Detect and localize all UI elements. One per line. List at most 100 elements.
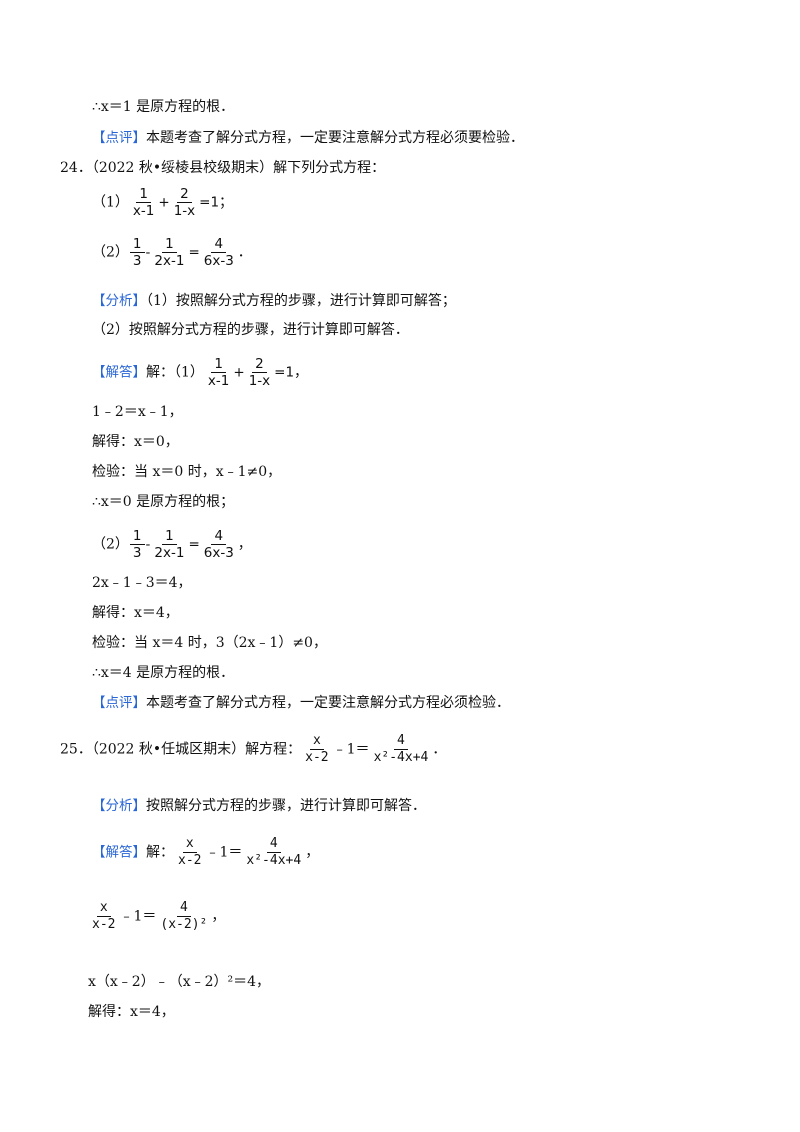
comment-text: 本题考查了解分式方程，一定要注意解分式方程必须检验． — [146, 695, 510, 711]
analysis-line-3: 【分析】按照解分式方程的步骤，进行计算即可解答． — [92, 796, 426, 816]
punct: ； — [219, 194, 234, 211]
step-line: 2x﹣1﹣3＝4， — [92, 575, 192, 591]
denominator: x²-4x+4 — [373, 750, 429, 765]
denominator: x-2 — [305, 750, 329, 765]
operator: = — [188, 536, 200, 553]
numerator: 4 — [394, 733, 408, 750]
question-24-title: 24．（2022 秋•绥棱县校级期末）解下列分式方程： — [60, 160, 386, 176]
denominator: x-2 — [178, 853, 202, 868]
operator: - — [145, 536, 151, 553]
numerator: 1 — [129, 528, 145, 545]
step-line: 解得：x＝4， — [88, 1004, 175, 1020]
analysis-line-2: （2）按照解分式方程的步骤，进行计算即可解答． — [92, 322, 409, 338]
expression: ﹣1＝ — [119, 908, 157, 925]
analysis-text: 按照解分式方程的步骤，进行计算即可解答． — [146, 798, 426, 814]
numerator: 1 — [136, 186, 151, 203]
operator: + — [233, 364, 245, 381]
part-label: （2） — [92, 536, 129, 553]
fraction: 4(x-2)² — [157, 900, 210, 933]
denominator: (x-2)² — [160, 917, 208, 932]
punct: ， — [237, 536, 252, 553]
solution-tag: 【解答】 — [92, 844, 146, 861]
denominator: 2x-1 — [154, 545, 185, 561]
numerator: 4 — [211, 236, 227, 253]
analysis-line-1: 【分析】（1）按照解分式方程的步骤，进行计算即可解答； — [92, 291, 456, 311]
step-line: ∴x＝0 是原方程的根； — [92, 494, 235, 510]
comment-text: 本题考查了解分式方程，一定要注意解分式方程必须要检验． — [146, 130, 524, 146]
numerator: 4 — [176, 900, 191, 917]
comment-tag: 【点评】 — [92, 130, 146, 146]
conclusion-line: ∴x＝1 是原方程的根． — [92, 99, 235, 115]
denominator: 2x-1 — [154, 253, 185, 269]
expression: ﹣1＝ — [332, 741, 370, 758]
step-line: 检验：当 x＝4 时，3（2x﹣1）≠0， — [92, 635, 327, 651]
denominator: 6x-3 — [203, 545, 234, 561]
numerator: 1 — [162, 528, 177, 545]
step-line: 1﹣2＝x﹣1， — [92, 404, 183, 420]
step-line: ∴x＝4 是原方程的根． — [92, 665, 235, 681]
solution-text: 解：（1） — [146, 364, 204, 381]
step-line: 解得：x＝0， — [92, 434, 179, 450]
rhs: =1 — [199, 194, 220, 211]
comment-line-2: 【点评】本题考查了解分式方程，一定要注意解分式方程必须检验． — [92, 693, 510, 713]
operator: + — [158, 194, 170, 211]
numerator: 4 — [266, 836, 281, 853]
numerator: 1 — [129, 236, 145, 253]
numerator: 1 — [211, 356, 226, 373]
expression: ﹣1＝ — [205, 844, 243, 861]
denominator: 3 — [132, 545, 142, 561]
denominator: x-1 — [132, 203, 155, 219]
numerator: 2 — [252, 356, 267, 373]
solution-tag: 【解答】 — [92, 364, 146, 381]
solution-text: 解： — [146, 844, 174, 861]
numerator: 2 — [177, 186, 192, 203]
numerator: 1 — [162, 236, 177, 253]
punct: ， — [294, 364, 309, 381]
operator: = — [188, 244, 200, 261]
part-label: （1） — [92, 194, 129, 211]
denominator: 6x-3 — [203, 253, 234, 269]
denominator: x²-4x+4 — [246, 853, 302, 868]
punct: ， — [305, 844, 320, 861]
rhs: =1 — [274, 364, 295, 381]
question-25-title: 25．（2022 秋•任城区期末）解方程： — [60, 741, 302, 758]
denominator: 1-x — [173, 203, 196, 219]
comment-line: 【点评】本题考查了解分式方程，一定要注意解分式方程必须要检验． — [92, 128, 524, 148]
numerator: x — [309, 733, 324, 750]
analysis-text: （1）按照解分式方程的步骤，进行计算即可解答； — [146, 293, 456, 309]
operator: - — [145, 244, 151, 261]
step-line: 检验：当 x＝0 时，x﹣1≠0， — [92, 464, 282, 480]
step-line: x（x﹣2）﹣（x﹣2）²＝4， — [88, 974, 271, 990]
comment-tag: 【点评】 — [92, 695, 146, 711]
analysis-tag: 【分析】 — [92, 798, 146, 814]
numerator: x — [96, 900, 111, 917]
punct: ， — [211, 908, 226, 925]
part-label: （2） — [92, 244, 129, 261]
punct: ． — [237, 244, 252, 261]
denominator: 3 — [132, 253, 142, 269]
analysis-tag: 【分析】 — [92, 293, 146, 309]
step-line: 解得：x＝4， — [92, 605, 179, 621]
numerator: 4 — [211, 528, 227, 545]
